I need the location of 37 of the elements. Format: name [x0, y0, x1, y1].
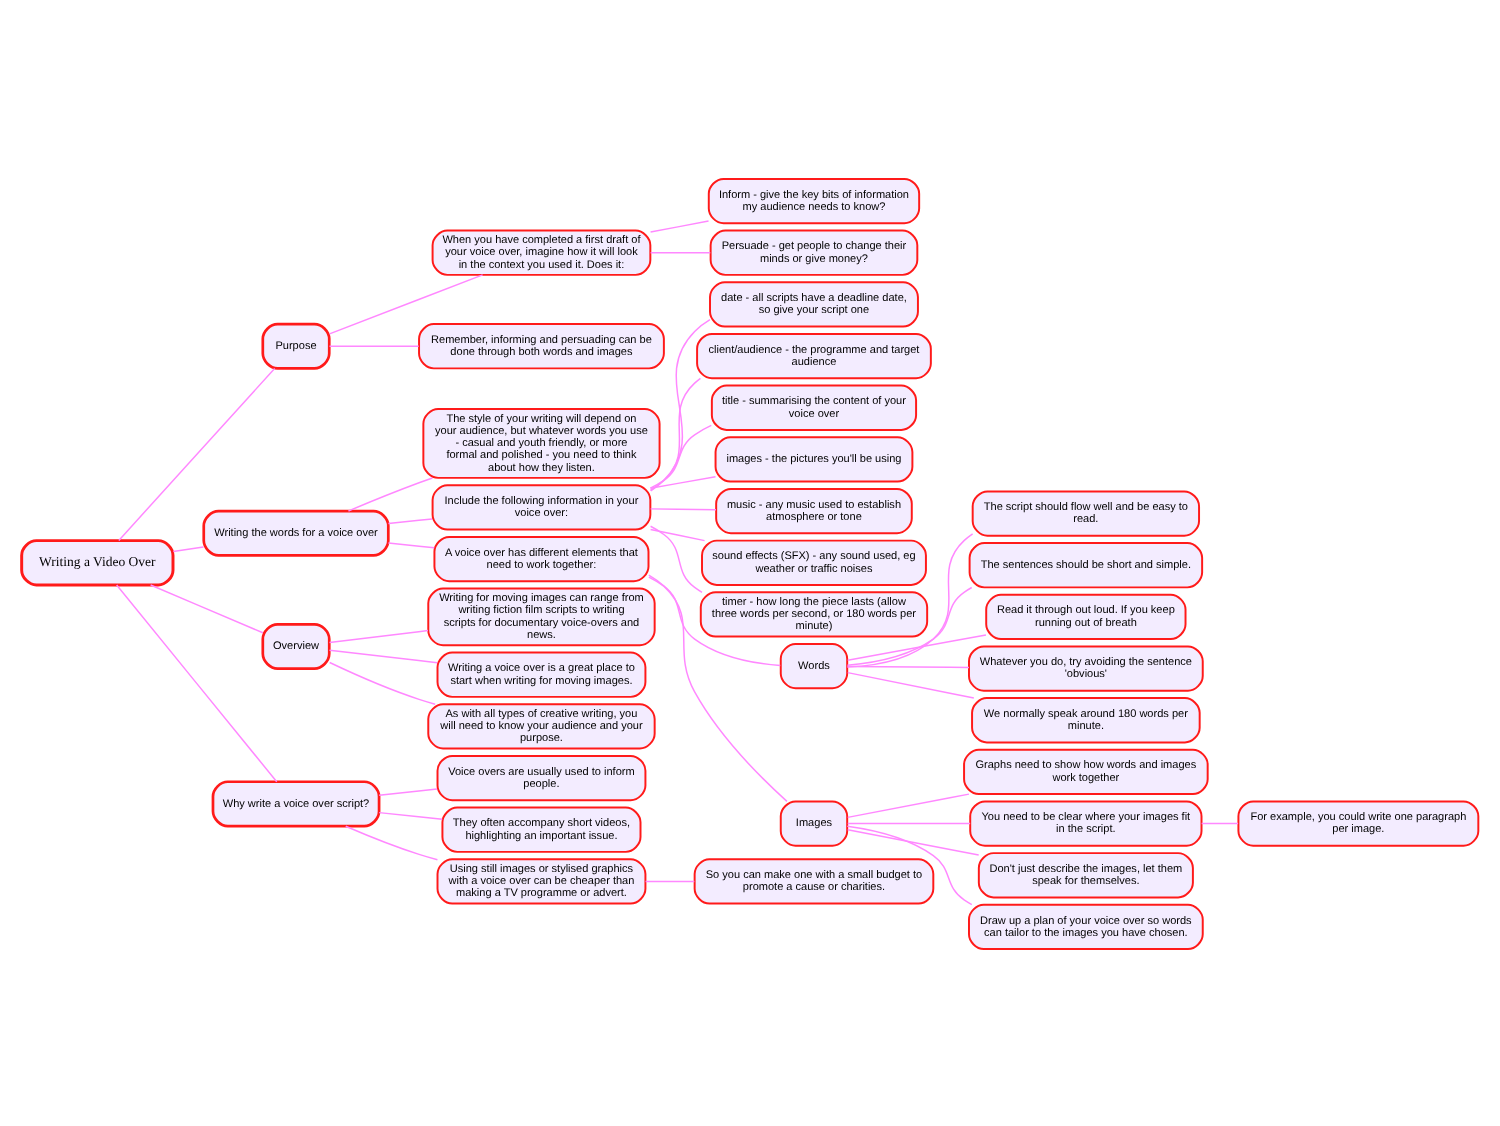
- connector: [345, 824, 439, 860]
- connector: [649, 507, 717, 510]
- connector: [328, 628, 429, 643]
- connector: [328, 660, 436, 704]
- connector: [649, 376, 702, 491]
- connector: [328, 273, 484, 334]
- connector: [649, 251, 712, 253]
- connector: [650, 317, 711, 491]
- connector: [648, 575, 782, 666]
- connector: [387, 541, 435, 548]
- connector: [846, 670, 975, 698]
- connector: [644, 879, 696, 882]
- connector: [649, 423, 713, 488]
- connector: [118, 366, 276, 541]
- connector: [347, 476, 434, 511]
- connector: [172, 545, 205, 552]
- connector: [378, 810, 443, 820]
- connector: [846, 532, 974, 667]
- connector: [649, 527, 706, 541]
- connector: [846, 828, 980, 855]
- connector: [1200, 821, 1239, 824]
- connector: [649, 524, 703, 593]
- connector: [649, 474, 717, 488]
- connector: [846, 821, 971, 824]
- connector: [387, 517, 433, 524]
- connector: [846, 633, 987, 660]
- connector: [846, 792, 970, 818]
- connector: [846, 585, 973, 665]
- connector: [378, 787, 438, 795]
- connector: [328, 648, 438, 663]
- connector: [115, 583, 278, 782]
- connector: [328, 344, 420, 346]
- connector: [846, 824, 973, 905]
- connector: [648, 573, 788, 802]
- connector: [149, 583, 264, 633]
- connector: [846, 664, 970, 668]
- connector: [649, 219, 710, 232]
